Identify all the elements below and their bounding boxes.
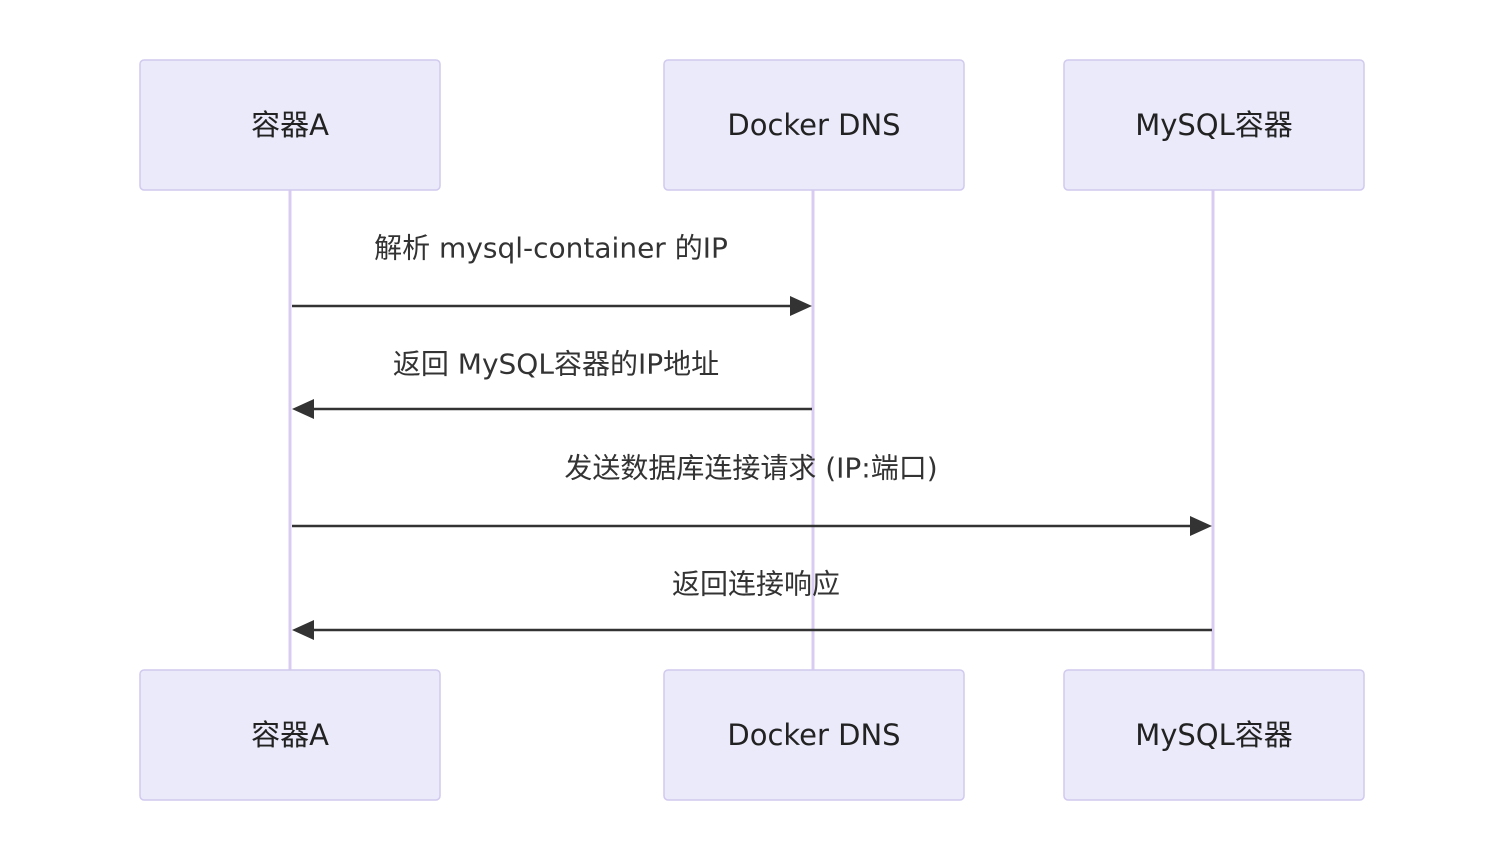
arrowhead-right-icon: [1190, 516, 1212, 536]
message-label: 解析 mysql-container 的IP: [374, 232, 728, 265]
actor-label: Docker DNS: [727, 718, 900, 752]
actor-bottom-container-a: 容器A: [139, 669, 441, 801]
message-label: 发送数据库连接请求 (IP:端口): [564, 452, 937, 485]
arrowhead-right-icon: [790, 296, 812, 316]
actor-bottom-mysql-container: MySQL容器: [1063, 669, 1365, 801]
message-connect-request: 发送数据库连接请求 (IP:端口): [292, 452, 1212, 536]
actor-label: MySQL容器: [1135, 108, 1293, 142]
actor-label: MySQL容器: [1135, 718, 1293, 752]
actor-label: 容器A: [251, 108, 329, 142]
actor-label: Docker DNS: [727, 108, 900, 142]
actor-top-container-a: 容器A: [139, 59, 441, 191]
message-resolve-ip: 解析 mysql-container 的IP: [292, 232, 812, 316]
message-return-ip: 返回 MySQL容器的IP地址: [292, 348, 812, 419]
actor-label: 容器A: [251, 718, 329, 752]
actor-top-mysql-container: MySQL容器: [1063, 59, 1365, 191]
arrowhead-left-icon: [292, 620, 314, 640]
actor-top-docker-dns: Docker DNS: [663, 59, 965, 191]
message-label: 返回 MySQL容器的IP地址: [393, 348, 719, 381]
message-connect-response: 返回连接响应: [292, 568, 1212, 640]
actor-bottom-docker-dns: Docker DNS: [663, 669, 965, 801]
arrowhead-left-icon: [292, 399, 314, 419]
message-label: 返回连接响应: [672, 568, 840, 601]
